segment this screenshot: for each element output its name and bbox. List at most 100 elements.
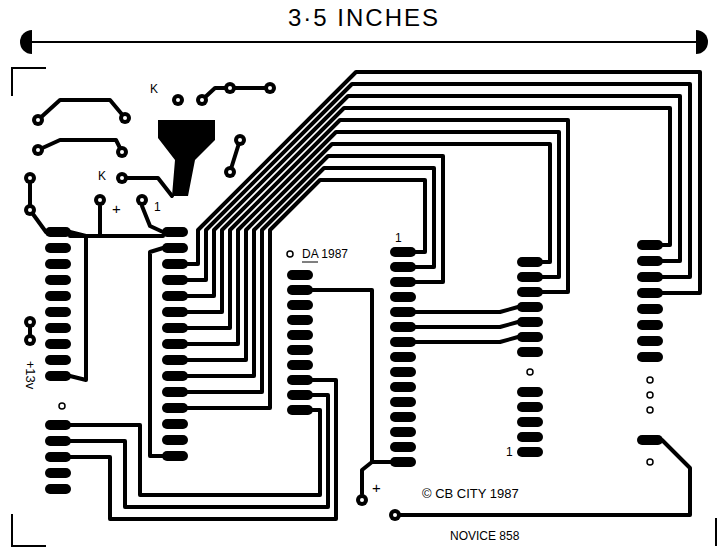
oval-pad [517,332,543,342]
oval-pad [162,243,188,253]
copper-trace [187,108,670,312]
pad-hole [28,208,32,212]
small-holes [59,251,653,465]
oval-pad [45,243,71,253]
copper-trace [70,410,320,495]
pad-hole [36,148,40,152]
round-pad [94,194,106,206]
oval-pad [162,371,188,381]
oval-pad [162,323,188,333]
oval-pad [162,419,188,429]
oval-pad [45,468,71,478]
pad-hole [123,116,127,120]
oval-pad [637,320,663,330]
oval-pad [517,432,543,442]
oval-pad [287,270,313,280]
oval-pad [390,412,416,422]
round-pad [224,166,236,178]
oval-pad [390,262,416,272]
copper-trace [415,307,518,312]
designer-mark: DA 1987 [302,248,348,260]
oval-pad [287,360,313,370]
oval-pad [517,272,543,282]
oval-pad [390,427,416,437]
oval-pad [390,247,416,257]
small-hole [647,377,653,383]
oval-pad [45,420,71,430]
copper-trace [415,337,518,342]
round-pad [136,194,148,206]
oval-pad [45,484,71,494]
oval-pad [517,417,543,427]
round-pad [24,334,36,346]
oval-pad [287,330,313,340]
round-pad [116,172,128,184]
oval-pad [45,452,71,462]
round-pad [234,134,246,146]
corner-mark [12,68,46,96]
round-pad [196,94,208,106]
oval-pad [45,307,71,317]
oval-pad [45,259,71,269]
oval-pad [637,435,663,445]
round-pad [264,82,276,94]
oval-pad [287,285,313,295]
pad-hole [393,513,397,517]
text-underline [302,262,318,263]
oval-pad [637,288,663,298]
oval-pad [162,451,188,461]
pad-hole [140,198,144,202]
copper-trace [70,232,86,380]
copper-trace [98,206,102,236]
pin-number: 1 [154,201,161,213]
pad-hole [28,176,32,180]
oval-pad [390,457,416,467]
copper-trace [187,84,690,280]
oval-pad [637,352,663,362]
round-pad [224,82,236,94]
copper-trace [202,88,270,100]
oval-pad [637,272,663,282]
oval-pad [517,347,543,357]
dimension-label: 3·5 INCHES [288,6,440,30]
copper-trace [38,140,122,152]
oval-pad [390,322,416,332]
pad-hole [36,118,40,122]
supply-label: +13v [24,361,37,390]
ic-pads [45,227,663,494]
oval-pad [517,257,543,267]
round-pad [356,494,368,506]
oval-pad [517,287,543,297]
copper-trace [187,96,680,296]
dimension-end [20,30,32,54]
copper-trace [415,322,518,327]
small-hole [647,392,653,398]
oval-pad [390,352,416,362]
oval-pad [162,291,188,301]
pad-hole [228,86,232,90]
small-hole [59,403,65,409]
small-hole [647,407,653,413]
pad-hole [360,498,364,502]
round-pad [172,94,184,106]
oval-pad [45,436,71,446]
oval-pad [45,323,71,333]
oval-pad [517,387,543,397]
oval-pad [45,339,71,349]
small-hole [287,251,293,257]
round-pads [24,82,401,521]
polarity-mark: + [112,201,121,216]
pad-hole [176,98,180,102]
copper-trace [395,440,690,515]
copper-trace [187,72,700,293]
transistor-tab [158,120,215,196]
dimension-end [696,30,708,54]
pad-hole [268,86,272,90]
pad-hole [200,98,204,102]
round-pad [32,144,44,156]
oval-pad [390,307,416,317]
cathode-mark: K [98,170,106,182]
oval-pad [287,345,313,355]
pad-hole [238,138,242,142]
